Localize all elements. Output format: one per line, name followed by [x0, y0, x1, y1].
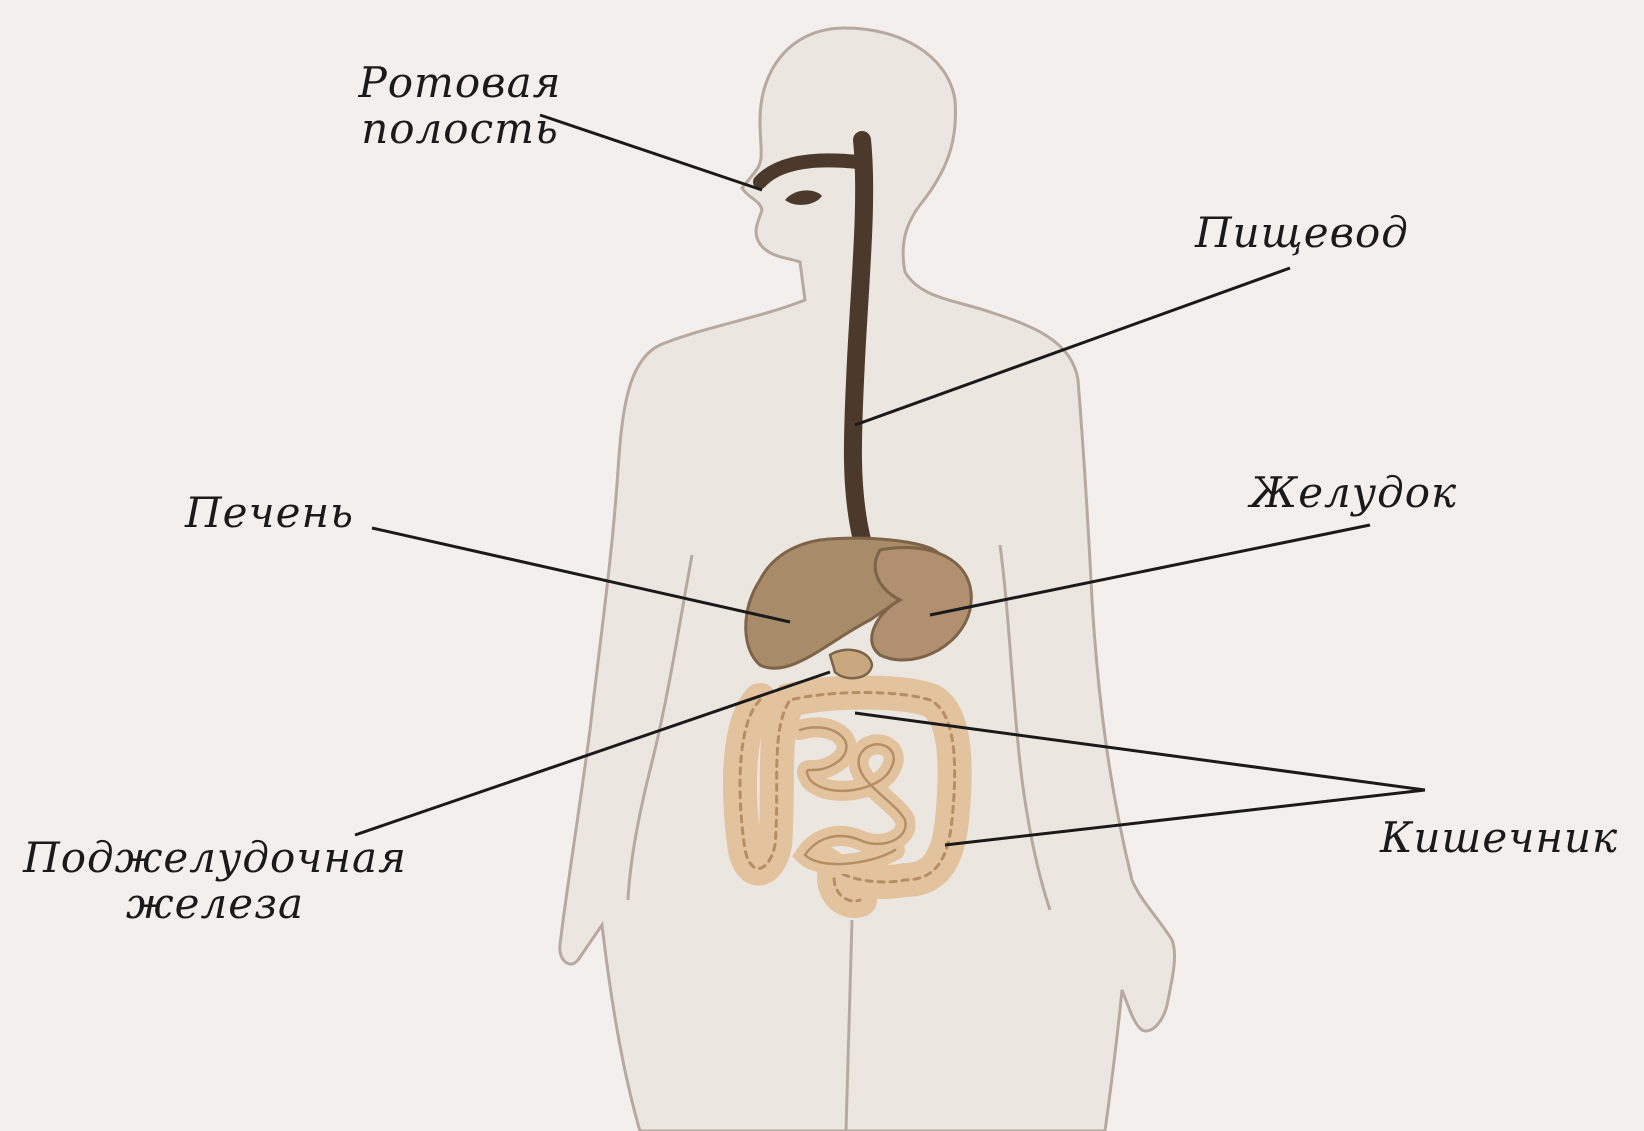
- label-oral-cavity-line1: Ротовая: [340, 60, 580, 106]
- label-liver: Печень: [185, 490, 354, 536]
- pancreas-shape: [830, 650, 872, 678]
- label-intestine: Кишечник: [1380, 815, 1618, 861]
- label-oral-cavity-line2: полость: [340, 106, 580, 152]
- label-esophagus: Пищевод: [1195, 210, 1409, 256]
- label-pancreas: Поджелудочная железа: [10, 835, 420, 927]
- label-pancreas-line1: Поджелудочная: [10, 835, 420, 881]
- label-pancreas-line2: железа: [10, 881, 420, 927]
- label-oral-cavity: Ротовая полость: [340, 60, 580, 152]
- label-stomach: Желудок: [1250, 470, 1457, 516]
